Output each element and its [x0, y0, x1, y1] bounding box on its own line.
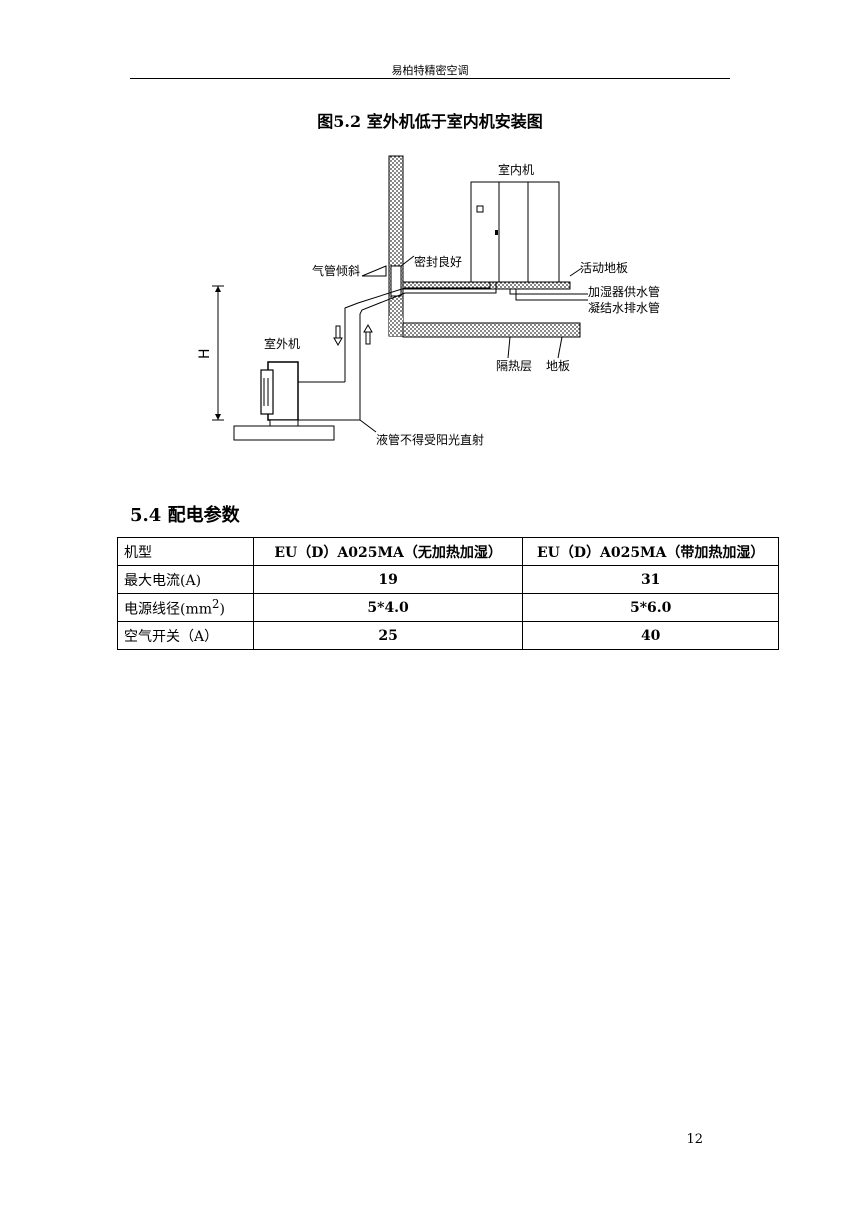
row-label: 最大电流(A): [117, 565, 254, 594]
liquid-pipe: [359, 282, 497, 420]
row-value: 31: [522, 565, 779, 594]
header-rule: [130, 78, 730, 79]
insulation-slab: [402, 322, 581, 338]
row-value: 40: [522, 621, 779, 650]
row-value: 5*4.0: [252, 593, 524, 622]
header-cell-model-a: EU（D）A025MA（无加热加湿）: [252, 537, 524, 566]
indoor-unit-display: [476, 205, 484, 213]
row-label-text: 电源线径(mm: [124, 601, 213, 618]
gas-pipe: [344, 282, 491, 382]
header-cell-model-b: EU（D）A025MA（带加热加湿）: [522, 537, 779, 566]
arrow-down: [333, 325, 343, 347]
outdoor-feet: [269, 419, 299, 427]
arrow-up: [363, 323, 373, 345]
seal-good-label: 密封良好: [414, 254, 462, 269]
table-header-row: 机型 EU（D）A025MA（无加热加湿） EU（D）A025MA（带加热加湿）: [117, 537, 779, 566]
page-header: 易柏特精密空调: [391, 64, 469, 77]
row-label: 空气开关（A）: [117, 621, 254, 650]
floor-slab-left: [389, 316, 403, 336]
installation-diagram: 室内机 气管倾斜 密封良好 活动地板 加湿器供水管 凝结水排水管 隔热层 地板 …: [197, 155, 660, 447]
drain-pipe: [515, 289, 588, 301]
outdoor-unit-grille: [260, 369, 274, 415]
outdoor-base: [233, 425, 335, 441]
row-value: 25: [252, 621, 524, 650]
insulation-label: 隔热层: [496, 359, 532, 373]
table-row: 空气开关（A） 25 40: [117, 621, 779, 650]
row-label-superscript: 2: [212, 596, 220, 611]
row-value: 19: [252, 565, 524, 594]
indoor-unit-handle: [495, 230, 498, 235]
page-number: 12: [686, 1132, 703, 1147]
row-label: 电源线径(mm2): [117, 593, 254, 622]
table-row: 电源线径(mm2) 5*4.0 5*6.0: [117, 593, 779, 622]
floor-label: 地板: [546, 359, 570, 373]
table-row: 最大电流(A) 19 31: [117, 565, 779, 594]
header-cell-model: 机型: [117, 537, 254, 566]
humidifier-pipe: [509, 289, 588, 295]
figure-caption: 图5.2 室外机低于室内机安装图: [317, 112, 543, 131]
power-parameters-table: 机型 EU（D）A025MA（无加热加湿） EU（D）A025MA（带加热加湿）…: [117, 537, 779, 650]
raised-floor-label: 活动地板: [580, 261, 628, 275]
wall: [388, 155, 404, 337]
gas-pipe-slope-label: 气管倾斜: [312, 263, 360, 278]
row-label-end: ): [219, 601, 225, 618]
outdoor-unit-label: 室外机: [264, 336, 300, 351]
section-title: 5.4 配电参数: [130, 505, 240, 526]
liquid-pipe-note: 液管不得受阳光直射: [376, 432, 484, 447]
indoor-unit-label: 室内机: [498, 162, 534, 177]
humidifier-label: 加湿器供水管: [588, 284, 660, 299]
seal-box: [390, 265, 402, 297]
drain-label: 凝结水排水管: [588, 300, 660, 315]
indoor-unit-body: [470, 181, 560, 283]
slope-triangle: [361, 265, 387, 277]
height-symbol: H: [197, 348, 213, 359]
row-value: 5*6.0: [522, 593, 779, 622]
